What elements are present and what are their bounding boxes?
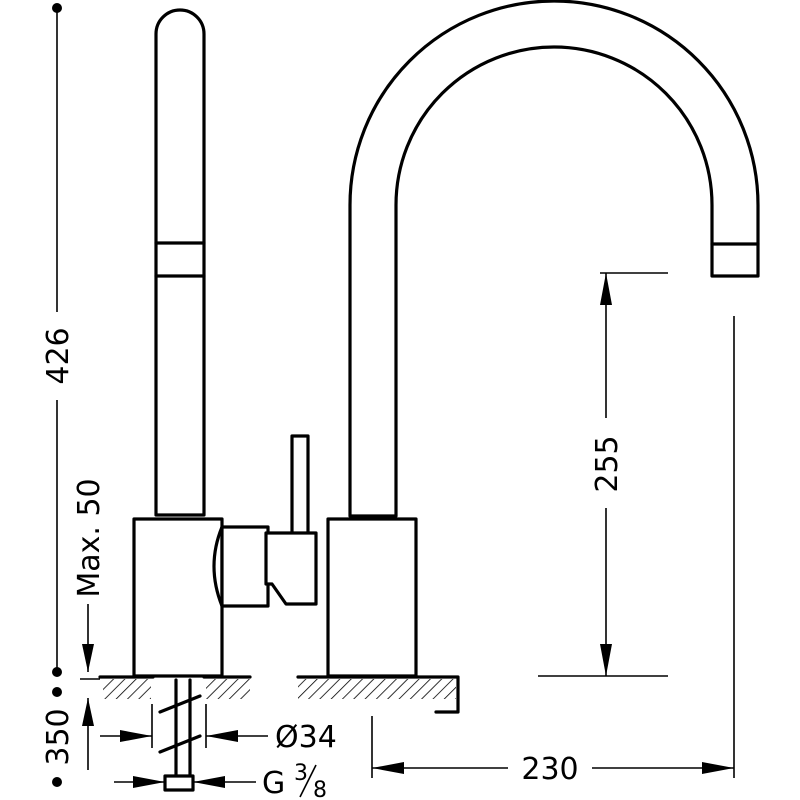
dim-max50-arrow	[82, 644, 94, 672]
dim-350-start-dot	[52, 687, 62, 697]
dim-max50-label: Max. 50	[72, 478, 107, 597]
dim-350-arrow	[82, 698, 94, 726]
dim-34-arrow-left	[120, 730, 152, 742]
control-pin	[290, 434, 310, 538]
spout	[348, 0, 760, 518]
shank-break-lower	[158, 734, 202, 754]
deck-hatch-left	[103, 679, 151, 699]
shank	[158, 678, 202, 792]
mixer-body-left-block	[132, 517, 224, 678]
shank-break-upper	[158, 694, 202, 714]
cartridge-housing	[220, 525, 270, 608]
dim-g38-fraction-slash	[299, 764, 317, 798]
spout-body	[348, 0, 760, 518]
cartridge-curve	[212, 525, 224, 608]
connection-nut	[163, 774, 195, 792]
worktop-deck	[98, 675, 460, 714]
dim-426-end-dot	[52, 667, 62, 677]
dimension-total-height: 426	[41, 3, 76, 677]
deck-hatch-middle	[206, 679, 250, 699]
lever-stem	[154, 8, 206, 517]
dim-230-arrow-right	[702, 762, 734, 774]
dim-g38-arrow-left	[133, 776, 165, 788]
lever-handle	[154, 8, 206, 517]
dim-350-end-dot	[52, 777, 62, 787]
dimension-deck-thickness: Max. 50	[72, 478, 107, 672]
dim-255-arrow-top	[600, 273, 612, 305]
deck-hatch-right	[298, 679, 456, 699]
dim-350-label: 350	[41, 708, 76, 765]
dim-255-label: 255	[590, 435, 625, 492]
dimension-shank-length: 350	[41, 678, 100, 787]
dim-g38-arrow-right	[193, 776, 225, 788]
dim-230-arrow-left	[372, 762, 404, 774]
dim-426-label: 426	[41, 327, 76, 384]
spout-base-block	[326, 517, 418, 678]
dim-g38-letter: G	[262, 766, 285, 800]
dimension-spout-reach: 230	[371, 316, 735, 787]
mixer-body-left	[132, 517, 224, 678]
dim-230-label: 230	[521, 752, 578, 787]
dimension-base-diameter: Ø34	[100, 704, 337, 755]
dim-34-arrow-right	[206, 730, 238, 742]
cartridge-assembly	[212, 434, 318, 608]
dim-g38-numerator: 3	[294, 761, 308, 786]
dimension-spout-clearance: 255	[538, 272, 668, 677]
dim-34-label: Ø34	[275, 720, 337, 755]
dim-255-arrow-bottom	[600, 644, 612, 676]
control-knob	[264, 531, 318, 606]
dimension-connection-thread: G 3 8	[114, 761, 327, 800]
spout-base	[326, 517, 418, 678]
dim-g38-denominator: 8	[313, 778, 327, 800]
